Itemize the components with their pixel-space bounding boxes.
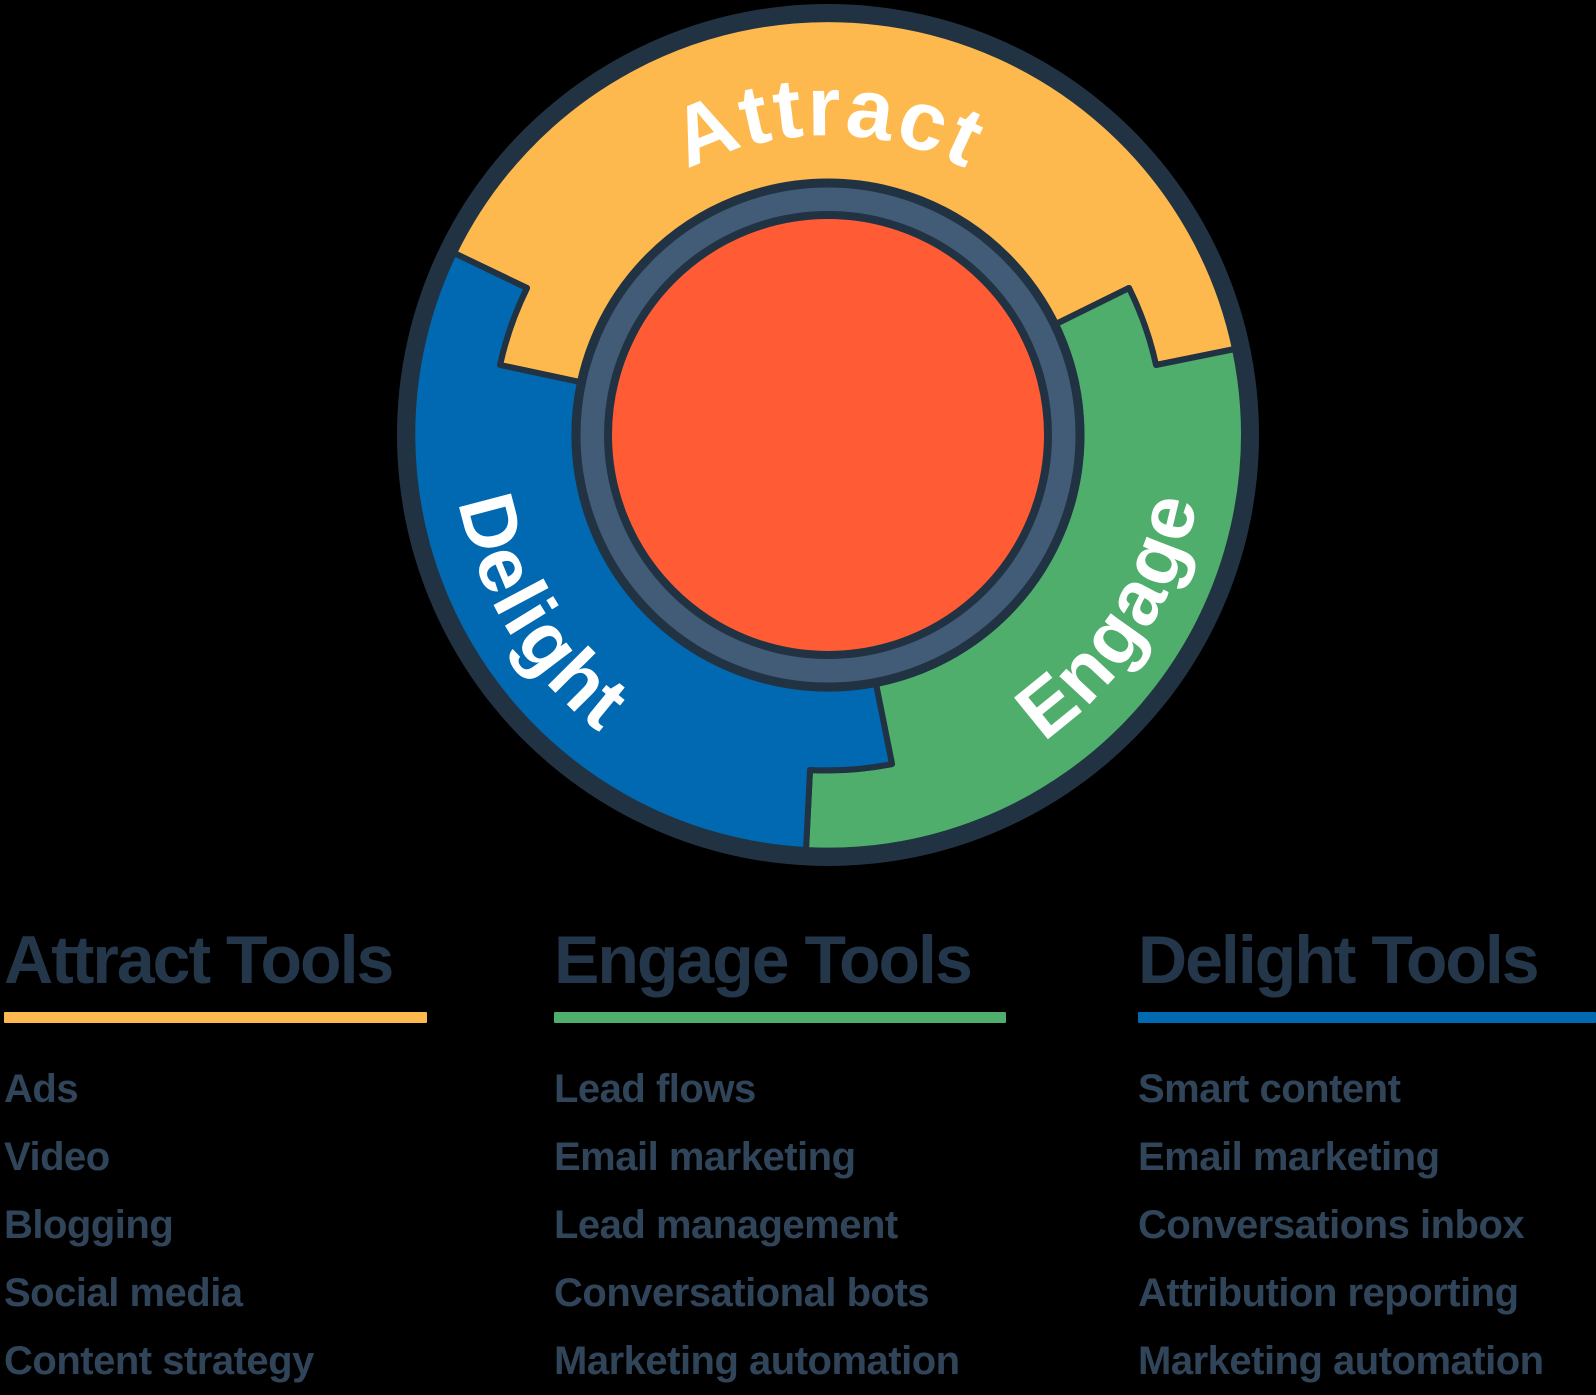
tool-item: Blogging <box>4 1202 174 1247</box>
delight-tools-column: Delight Tools Smart content Email market… <box>1138 920 1596 1395</box>
tool-item: Attribution reporting <box>1138 1270 1519 1315</box>
tool-item: Content strategy <box>4 1338 314 1383</box>
attract-tools-list: Ads Video Blogging Social media Content … <box>4 1055 454 1395</box>
tool-item: Marketing automation <box>554 1338 960 1383</box>
flywheel-svg: Attract Engage Delight <box>397 4 1259 866</box>
engage-accent-bar <box>554 1012 1006 1023</box>
tool-item: Lead flows <box>554 1066 756 1111</box>
flywheel-hub <box>604 211 1052 659</box>
tool-item: Smart content <box>1138 1066 1401 1111</box>
engage-tools-column: Engage Tools Lead flows Email marketing … <box>554 920 1026 1395</box>
tool-item: Lead management <box>554 1202 898 1247</box>
tool-item: Conversations inbox <box>1138 1202 1525 1247</box>
delight-tools-list: Smart content Email marketing Conversati… <box>1138 1055 1596 1395</box>
tool-item: Ads <box>4 1066 79 1111</box>
flywheel-diagram: Attract Engage Delight <box>397 4 1259 866</box>
tool-item: Video <box>4 1134 110 1179</box>
engage-tools-list: Lead flows Email marketing Lead manageme… <box>554 1055 1026 1395</box>
delight-accent-bar <box>1138 1012 1596 1023</box>
delight-tools-title: Delight Tools <box>1138 922 1540 998</box>
attract-tools-title: Attract Tools <box>4 922 394 998</box>
tool-item: Email marketing <box>554 1134 856 1179</box>
tools-columns: Attract Tools Ads Video Blogging Social … <box>0 920 1596 1384</box>
tool-item: Social media <box>4 1270 243 1315</box>
tool-item: Marketing automation <box>1138 1338 1544 1383</box>
tool-item: Conversational bots <box>554 1270 930 1315</box>
engage-tools-title: Engage Tools <box>554 922 973 998</box>
tool-item: Email marketing <box>1138 1134 1440 1179</box>
attract-accent-bar <box>4 1012 427 1023</box>
attract-tools-column: Attract Tools Ads Video Blogging Social … <box>4 920 454 1395</box>
